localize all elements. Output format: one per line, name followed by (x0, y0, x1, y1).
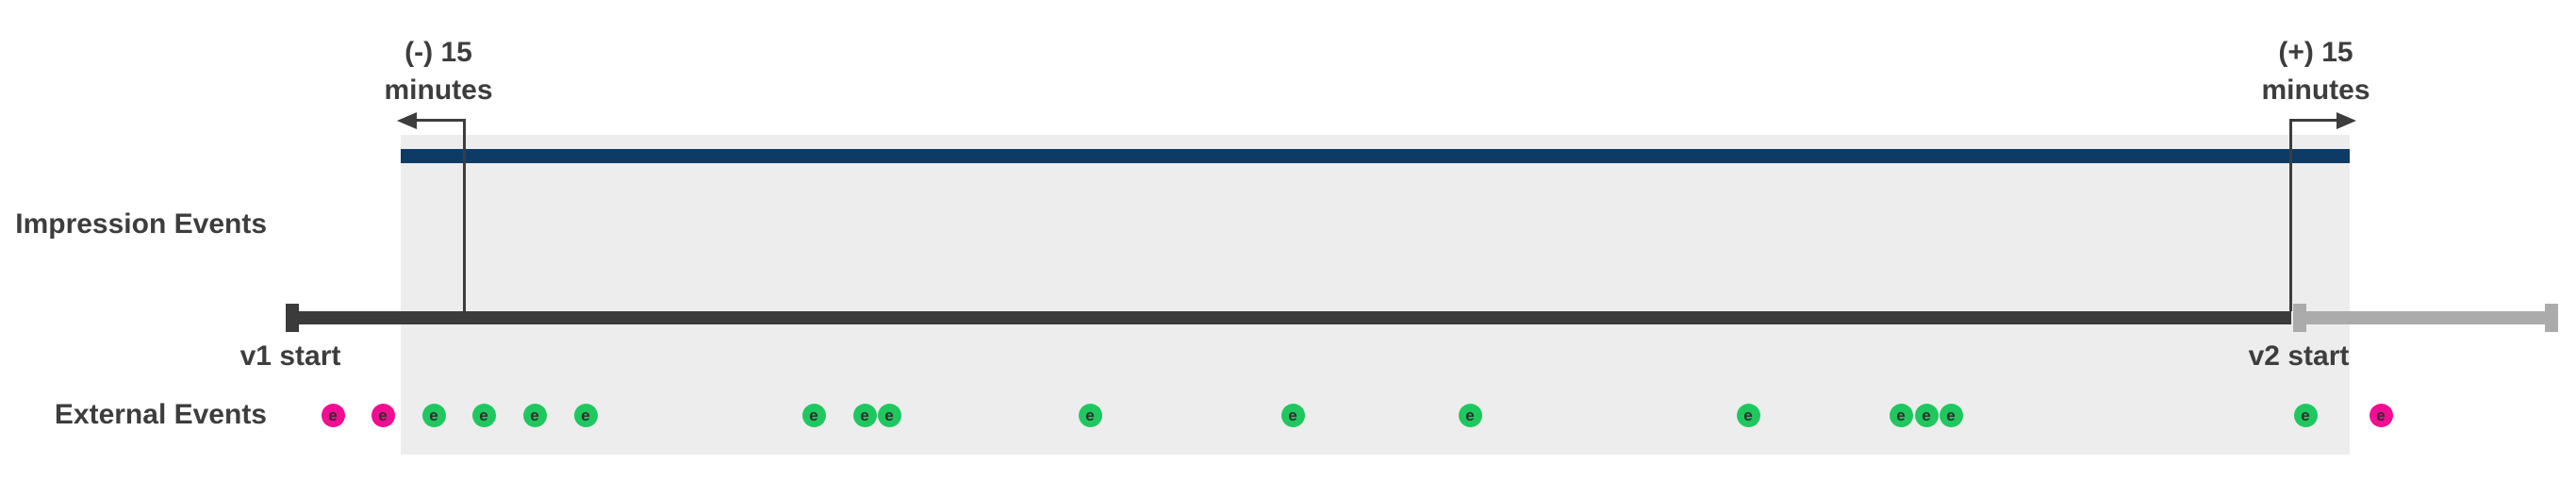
plus-15-connector-line (2289, 119, 2292, 311)
external-event-dot-green: e (852, 404, 877, 427)
timeline-end-cap (2545, 304, 2558, 332)
external-event-dot-green: e (522, 404, 547, 427)
external-event-dot-magenta: e (321, 404, 345, 427)
external-event-dot-green: e (1280, 404, 1305, 427)
external-event-dot-green: e (801, 404, 826, 427)
v2-start-label: v2 start (2248, 340, 2350, 372)
v1-start-label: v1 start (239, 340, 341, 372)
minus-15-minutes-label: (-) 15 minutes (335, 34, 542, 109)
plus-15-arrow-line (2291, 119, 2340, 122)
external-event-dot-green: e (877, 404, 901, 427)
external-event-dot-green: e (1078, 404, 1102, 427)
v2-start-cap (2293, 304, 2306, 332)
plus-15-line1: (+) 15 (2278, 37, 2353, 68)
analysis-window-region (401, 135, 2350, 455)
campaign-duration-bar (401, 149, 2350, 163)
impression-events-row-label: Impression Events (15, 208, 267, 240)
external-event-dot-green: e (1914, 404, 1939, 427)
external-event-dot-green: e (1939, 404, 1963, 427)
external-event-dot-green: e (573, 404, 598, 427)
external-event-dot-magenta: e (2369, 404, 2393, 427)
v2-timeline-bar (2293, 311, 2558, 324)
external-event-dot-magenta: e (371, 404, 395, 427)
minus-15-connector-line (463, 119, 466, 311)
plus-15-line2: minutes (2261, 75, 2370, 106)
plus-15-minutes-label: (+) 15 minutes (2212, 34, 2419, 109)
v1-timeline-bar (286, 311, 2291, 324)
external-event-dot-green: e (2293, 404, 2318, 427)
minus-15-line1: (-) 15 (405, 37, 472, 68)
external-event-dot-green: e (471, 404, 496, 427)
minus-15-arrow-line (413, 119, 466, 122)
external-event-dot-green: e (421, 404, 446, 427)
right-arrowhead-icon (2337, 112, 2356, 129)
external-event-dot-green: e (1458, 404, 1482, 427)
minus-15-line2: minutes (384, 75, 493, 106)
left-arrowhead-icon (397, 112, 417, 129)
external-event-dot-green: e (1889, 404, 1913, 427)
external-event-dot-green: e (1736, 404, 1760, 427)
external-events-row-label: External Events (54, 399, 267, 430)
